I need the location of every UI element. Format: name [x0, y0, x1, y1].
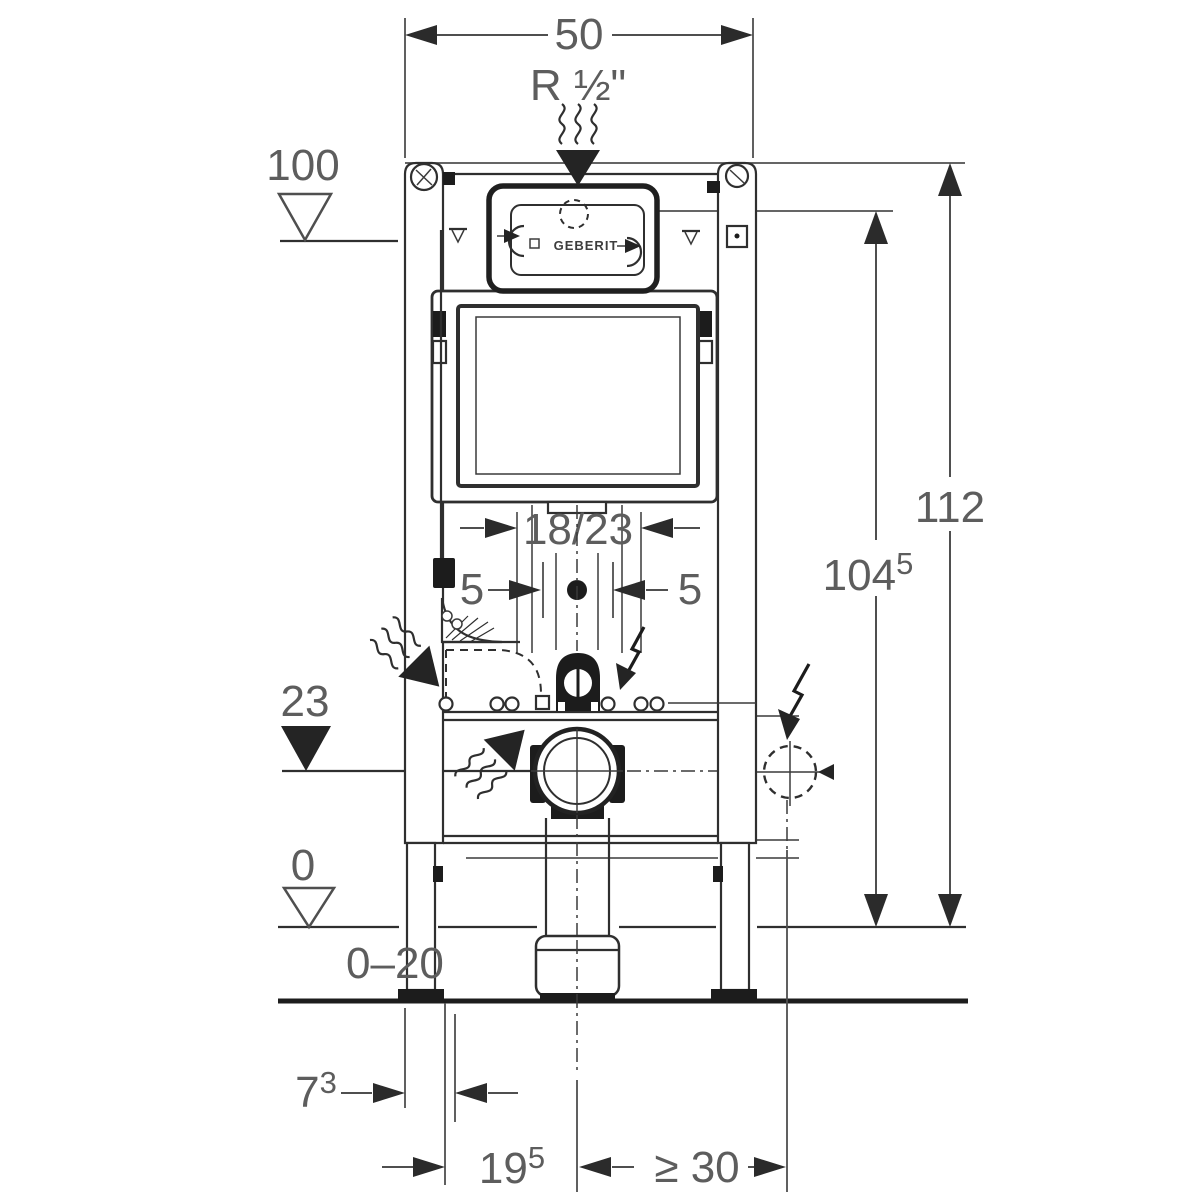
stop-valve: [433, 558, 455, 588]
dim-50-label: 50: [555, 10, 604, 59]
access-panel: [456, 304, 700, 488]
dim-min30-label: ≥ 30: [654, 1143, 739, 1192]
flush-flow-icon: [450, 713, 542, 805]
level-0-marker-icon: [281, 886, 337, 930]
dim-5-right-label: 5: [678, 565, 702, 614]
right-rail: [716, 161, 758, 845]
water-mark-right-icon: [684, 231, 698, 246]
dim-112-label: 112: [915, 483, 985, 532]
brand-logo-square: [529, 238, 540, 249]
right-leg: [719, 841, 751, 992]
dim-104-label: 1045: [823, 546, 914, 600]
pan-area: [438, 597, 756, 712]
dim-195-label: 195: [479, 1140, 545, 1193]
cistern: [430, 289, 719, 515]
frame-legs: [398, 841, 757, 1002]
lightning-icon-right: [787, 663, 811, 719]
right-foot-plate: [711, 989, 757, 1002]
left-leg: [405, 841, 437, 992]
plate-fixing-arrow-left: [504, 229, 520, 243]
dim-top-width: 50 R ½": [404, 10, 754, 158]
dim-offsets: 5 5: [460, 562, 702, 618]
pan-outline-dashed: [446, 649, 542, 712]
dim-pipe-spacing: 18/23: [460, 505, 700, 554]
dim-bottom: 73 195 ≥ 30: [295, 1003, 786, 1193]
dim-heights: 112 1045: [818, 163, 997, 927]
level-markers: 100 23 0 0–20: [266, 141, 444, 988]
water-mark-left-icon: [451, 229, 465, 244]
brand-label: GEBERIT: [554, 238, 619, 253]
plate-fixing-arrow-right: [625, 239, 641, 253]
electrical: [616, 626, 834, 1192]
dim-73-label: 73: [295, 1065, 337, 1117]
lightning-icon-left: [627, 626, 646, 671]
rail-details: [409, 162, 750, 588]
plate-connection-circle: [559, 199, 589, 229]
level-100-label: 100: [266, 141, 339, 190]
level-0-label: 0: [291, 841, 315, 890]
level-23-marker-icon: [281, 726, 331, 771]
dim-1823-label: 18/23: [523, 505, 633, 554]
flush-plate: GEBERIT: [486, 183, 660, 294]
floor-thickness-label: 0–20: [346, 939, 444, 988]
drain-assembly: [530, 726, 625, 1001]
supply-thread-label: R ½": [530, 61, 626, 110]
left-foot-plate: [398, 989, 444, 1002]
dim-5-left-label: 5: [460, 565, 484, 614]
level-23-label: 23: [281, 677, 330, 726]
level-100-marker-icon: [276, 192, 334, 243]
